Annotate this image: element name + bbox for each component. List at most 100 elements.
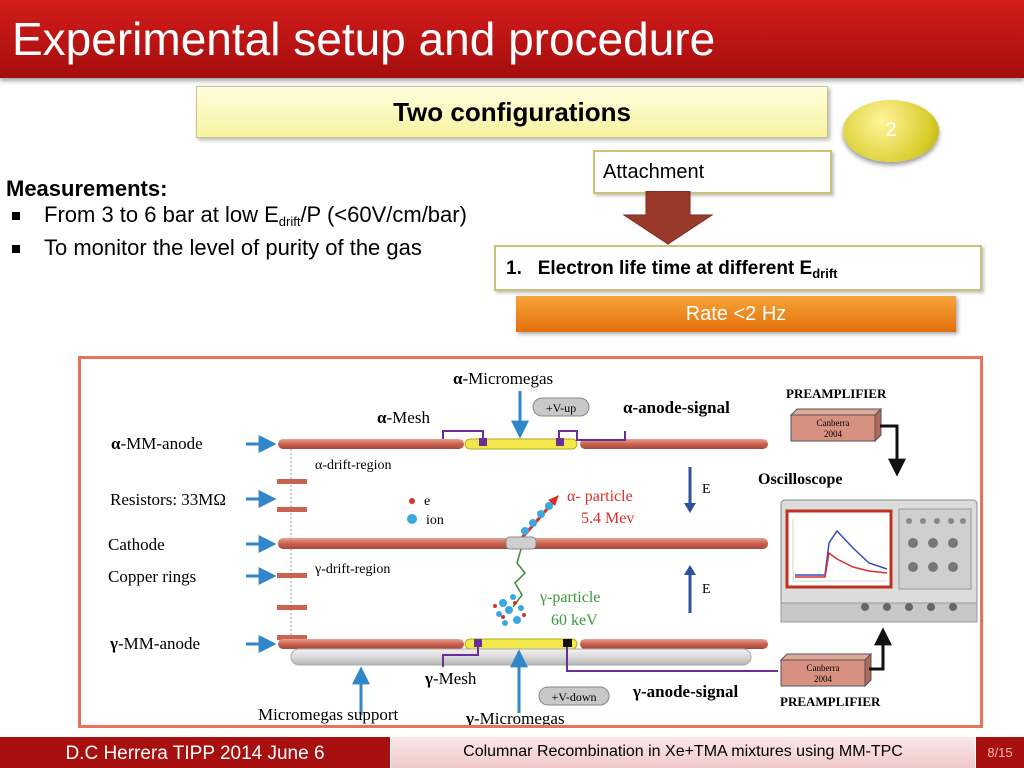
alpha-drift-region-label: α-drift-region <box>315 458 392 473</box>
alpha-ion-4 <box>545 502 553 510</box>
alpha-particle-label: α- particle <box>567 488 633 505</box>
alpha-symbol-2: α <box>623 398 633 417</box>
footer-talk-title: Columnar Recombination in Xe+TMA mixture… <box>463 743 903 760</box>
alpha-mesh-contact <box>479 438 487 446</box>
attachment-box: Attachment <box>593 150 832 194</box>
copper-ring-1 <box>277 479 307 484</box>
gamma-particle-label: γ-particle <box>539 589 600 606</box>
alpha-anode-rod-right <box>580 439 768 449</box>
cathode-label: Cathode <box>108 535 165 554</box>
scope-dial-3 <box>948 538 958 548</box>
e-field-label-bottom: E <box>702 582 711 597</box>
v-down-pill <box>538 686 610 706</box>
copper-ring-5 <box>277 635 307 640</box>
setup-diagram: α-Micromegas +V-up α-anode-signal α-Mesh… <box>78 356 983 728</box>
alpha-signal-wire <box>558 430 626 445</box>
page-title: Experimental setup and procedure <box>12 13 716 65</box>
gamma-ion-5 <box>518 605 524 611</box>
alpha-mm-anode-text: -MM-anode <box>121 434 203 453</box>
gamma-micromegas-text: -Micromegas <box>474 709 565 725</box>
v-up-label: +V-up <box>546 401 576 415</box>
lifetime-subscript: drift <box>812 266 838 281</box>
measurement-item-purity: To monitor the level of purity of the ga… <box>6 235 467 261</box>
alpha-ion-1 <box>521 527 529 535</box>
scope-dial-1 <box>908 538 918 548</box>
canberra-top-year: 2004 <box>824 429 843 439</box>
scope-input-3 <box>905 603 913 611</box>
preamp-bottom-box <box>780 659 866 687</box>
scope-dial-4 <box>908 562 918 572</box>
alpha-micromegas-yellow <box>464 438 578 450</box>
gamma-mesh-text: -Mesh <box>433 669 477 688</box>
gamma-mesh-contact <box>474 639 482 647</box>
copper-ring-4 <box>277 605 307 610</box>
badge-number: 2 <box>885 119 897 141</box>
ion-label: ion <box>426 513 444 528</box>
canberra-top-label: Canberra <box>817 418 850 428</box>
alpha-anode-signal-text: -anode-signal <box>633 398 731 417</box>
v-down-label: +V-down <box>552 690 597 704</box>
scope-dial-2 <box>928 538 938 548</box>
electron-label: e <box>424 494 430 509</box>
scope-input-4 <box>927 603 935 611</box>
oscilloscope-label: Oscilloscope <box>758 471 842 488</box>
preamp-bottom-top <box>779 653 873 661</box>
scope-dial-5 <box>928 562 938 572</box>
gamma-electron-1 <box>493 604 497 608</box>
gamma-energy-label: 60 keV <box>551 612 598 629</box>
gamma-electron-4 <box>522 613 526 617</box>
measurements-block: Measurements: From 3 to 6 bar at low Edr… <box>6 176 467 261</box>
e-field-up-head-icon <box>684 565 696 575</box>
gamma-ion-1 <box>499 599 507 607</box>
alpha-symbol-4: α <box>111 434 121 453</box>
electron-dot <box>409 498 415 504</box>
alpha-symbol: α <box>453 369 463 388</box>
preamp-top-to-scope-line <box>880 424 906 477</box>
source-holder <box>505 536 537 550</box>
copper-ring-3 <box>277 573 307 578</box>
preamplifier-top-label: PREAMPLIFIER <box>786 386 887 401</box>
gamma-signal-wire <box>566 647 778 672</box>
copper-ring-2 <box>277 507 307 512</box>
lifetime-number: 1. <box>506 258 522 279</box>
attachment-label: Attachment <box>603 161 705 183</box>
preamp-top-top <box>789 408 883 416</box>
scope-dial-6 <box>948 562 958 572</box>
gamma-electron-2 <box>513 601 517 605</box>
gamma-ion-3 <box>496 611 502 617</box>
gamma-anode-signal-label: γ-anode-signal <box>632 682 739 701</box>
item2-text: To monitor the level of purity of the ga… <box>44 235 422 260</box>
gamma-anode-rod-right <box>580 639 768 649</box>
alpha-micromegas-text: -Micromegas <box>463 369 554 388</box>
alpha-mesh-label: α-Mesh <box>377 408 430 427</box>
item1-suffix: /P (<60V/cm/bar) <box>300 202 467 227</box>
footer-author: D.C Herrera TIPP 2014 June 6 <box>65 743 325 764</box>
title-bar: Experimental setup and procedure <box>0 0 1024 78</box>
alpha-mm-anode-label: α-MM-anode <box>111 434 203 453</box>
alpha-ion-2 <box>529 519 537 527</box>
configuration-badge: 2 <box>843 100 939 162</box>
gamma-symbol-3: γ <box>632 682 641 701</box>
alpha-arrowhead-icon <box>548 495 559 506</box>
gamma-electron-3 <box>501 615 505 619</box>
alpha-ion-3 <box>537 510 545 518</box>
gamma-symbol-4: γ <box>465 709 474 725</box>
measurements-title: Measurements: <box>6 176 168 201</box>
canberra-bottom-year: 2004 <box>814 674 833 684</box>
configurations-label: Two configurations <box>393 97 631 127</box>
scope-input-1 <box>861 603 869 611</box>
e-field-down-head-icon <box>684 503 696 513</box>
scope-knob-5 <box>960 518 966 524</box>
gamma-mesh-label: γ-Mesh <box>424 669 477 688</box>
footer-page-bar: 8/15 <box>976 737 1024 768</box>
lifetime-label: 1. Electron life time at different Edrif… <box>506 258 837 285</box>
preamplifier-bottom-label: PREAMPLIFIER <box>780 694 881 709</box>
alpha-signal-contact <box>556 438 564 446</box>
gamma-ion-2 <box>510 594 516 600</box>
alpha-micromegas-label: α-Micromegas <box>453 369 553 388</box>
alpha-symbol-3: α <box>377 408 387 427</box>
down-arrow-icon <box>622 191 714 245</box>
item1-subscript: drift <box>278 214 301 229</box>
scope-input-2 <box>883 603 891 611</box>
preamp-bottom-to-scope-line <box>869 627 892 671</box>
